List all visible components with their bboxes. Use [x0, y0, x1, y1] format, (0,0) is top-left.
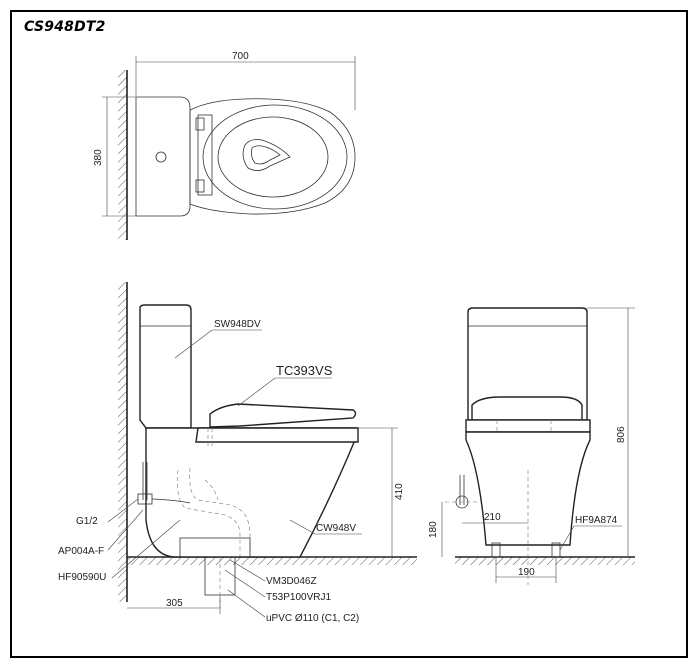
drawing-frame [10, 10, 688, 658]
label-bowl: CW948V [316, 523, 356, 534]
dim-top-depth: 380 [93, 149, 104, 166]
dim-front-spacing: 190 [518, 567, 535, 578]
wall-hatch-side [118, 282, 127, 602]
side-bowl [145, 427, 356, 558]
label-seat: TC393VS [276, 363, 333, 378]
dim-front-offset: 210 [484, 512, 501, 523]
label-bolt-cap: HF9A874 [575, 515, 618, 526]
flush-button [155, 151, 167, 163]
front-view: 806 180 210 190 HF9A874 [428, 307, 635, 585]
dim-top-width: 700 [232, 51, 249, 62]
floor-hatch-front [455, 557, 635, 565]
side-view: 410 305 SW948DV TC393VS CW948V G1/2 AP00… [58, 282, 417, 624]
floor-hatch-side [127, 557, 417, 565]
side-seat-ring [195, 427, 359, 443]
label-hose: HF90590U [58, 572, 106, 583]
top-bowl-outer [189, 98, 356, 215]
dim-front-inlet-height: 180 [428, 521, 439, 538]
label-tank: SW948DV [214, 319, 261, 330]
top-drain [242, 139, 291, 171]
dim-side-height: 410 [394, 483, 405, 500]
front-bowl [465, 431, 591, 546]
top-tank-outline [135, 96, 191, 217]
top-bowl-inner [217, 116, 329, 198]
label-valve-thread: G1/2 [76, 516, 98, 527]
seat-hinge [197, 114, 213, 196]
model-title: CS948DT2 [24, 19, 106, 35]
dim-front-height: 806 [616, 426, 627, 443]
wall-hatch-top [118, 70, 127, 240]
hinge-bolt-top [195, 117, 205, 131]
front-seat [471, 396, 583, 421]
side-seat-lid [209, 403, 357, 428]
label-angle-valve: AP004A-F [58, 546, 104, 557]
label-outlet: T53P100VRJ1 [266, 592, 331, 603]
top-view: 700 380 [93, 51, 356, 240]
trap-path [177, 469, 241, 557]
side-tank [139, 304, 192, 429]
flex-hose [151, 498, 191, 504]
front-tank [467, 307, 588, 421]
label-flange: VM3D046Z [266, 576, 317, 587]
dim-side-depth: 305 [166, 598, 183, 609]
hinge-bolt-bottom [195, 179, 205, 193]
top-seat-ring [202, 104, 348, 210]
label-pipe: uPVC Ø110 (C1, C2) [266, 613, 359, 624]
